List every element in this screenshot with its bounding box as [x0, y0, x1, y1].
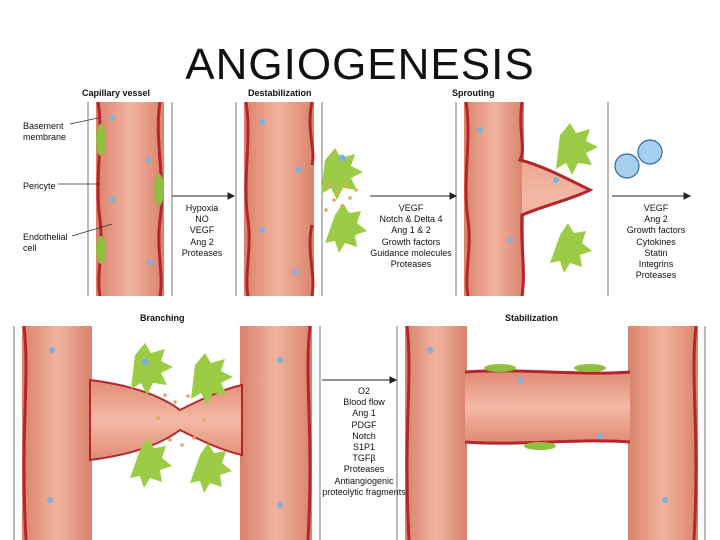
capillary-lumen [96, 102, 164, 296]
nucleus-shape [339, 155, 346, 162]
stab-lumen-right [628, 326, 698, 540]
factor-text: PDGF [314, 420, 414, 431]
stab-lumen-left [405, 326, 467, 540]
mitotic-cell-shape [615, 154, 639, 178]
nucleus-shape [142, 359, 149, 366]
dividing-cells [615, 140, 662, 178]
pericyte-shape [484, 364, 516, 372]
factor-text: Ang 1 & 2 [356, 225, 466, 236]
factor-text: Ang 1 [314, 408, 414, 419]
nucleus-shape [259, 119, 265, 125]
arrow-step4-head [390, 377, 396, 383]
factor-text: TGFβ [314, 453, 414, 464]
nucleus-shape [427, 347, 433, 353]
factor-text: S1P1 [314, 442, 414, 453]
factor-text: O2 [314, 386, 414, 397]
leader-basement [70, 118, 98, 124]
factor-text: Notch & Delta 4 [356, 214, 466, 225]
factor-text: VEGF [172, 225, 232, 236]
nucleus-shape [507, 237, 513, 243]
mitotic-cell-shape [638, 140, 662, 164]
factor-text: Antiangiogenic [314, 476, 414, 487]
arrow-step1-head [228, 193, 234, 199]
factor-text: Notch [314, 431, 414, 442]
pericyte-shape [154, 174, 164, 206]
nucleus-shape [277, 502, 283, 508]
factor-text: Guidance molecules [356, 248, 466, 259]
nucleus-shape [109, 115, 115, 121]
factors-step3: VEGF Ang 2 Growth factors Cytokines Stat… [606, 203, 706, 281]
pericyte-shape [524, 442, 556, 450]
branch-lumen-left [22, 326, 92, 540]
nucleus-shape [293, 269, 299, 275]
destab-lumen [244, 102, 314, 296]
pericyte-shape [574, 364, 606, 372]
sprout-branch [520, 102, 590, 296]
factor-text: Ang 2 [172, 237, 232, 248]
pericyte-shape [131, 343, 173, 395]
nucleus-shape [147, 259, 153, 265]
nucleus-shape [295, 167, 301, 173]
nucleus-shape [109, 197, 115, 203]
nucleus-shape [277, 357, 283, 363]
factors-step2: VEGF Notch & Delta 4 Ang 1 & 2 Growth fa… [356, 203, 466, 270]
pericyte-shape [96, 124, 106, 156]
branching-drawing [22, 326, 312, 540]
factor-text: proteolytic fragments [314, 487, 414, 498]
factors-step4: O2 Blood flow Ang 1 PDGF Notch S1P1 TGFβ… [314, 386, 414, 498]
branch-lumen-right [240, 326, 312, 540]
capillary-vessel-drawing [96, 102, 164, 296]
nucleus-shape [259, 227, 265, 233]
factor-text: Proteases [314, 464, 414, 475]
factor-text: Growth factors [356, 237, 466, 248]
nucleus-shape [145, 157, 151, 163]
stab-connector [465, 372, 630, 442]
nucleus-shape [47, 497, 53, 503]
arrow-step3-head [684, 193, 690, 199]
stabilization-drawing [405, 326, 698, 540]
factor-text: Blood flow [314, 397, 414, 408]
nucleus-shape [662, 497, 668, 503]
factor-text: Statin [606, 248, 706, 259]
nucleus-shape [49, 347, 55, 353]
factor-text: Cytokines [606, 237, 706, 248]
nucleus-shape [553, 177, 559, 183]
factor-text: Growth factors [606, 225, 706, 236]
pericyte-shape [550, 223, 592, 273]
factor-text: Ang 2 [606, 214, 706, 225]
arrow-step2-head [450, 193, 456, 199]
sprout-lumen [464, 102, 524, 296]
factor-text: Hypoxia [172, 203, 232, 214]
factor-text: NO [172, 214, 232, 225]
factor-text: Proteases [606, 270, 706, 281]
pericyte-shape [96, 236, 106, 264]
nucleus-shape [477, 127, 483, 133]
pericyte-shape [556, 123, 598, 175]
factor-text: Proteases [172, 248, 232, 259]
factors-step1: Hypoxia NO VEGF Ang 2 Proteases [172, 203, 232, 259]
nucleus-shape [517, 377, 523, 383]
destabilization-drawing [244, 102, 367, 296]
nucleus-shape [597, 433, 603, 439]
factor-text: VEGF [356, 203, 466, 214]
factor-text: Proteases [356, 259, 466, 270]
factor-text: VEGF [606, 203, 706, 214]
factor-text: Integrins [606, 259, 706, 270]
